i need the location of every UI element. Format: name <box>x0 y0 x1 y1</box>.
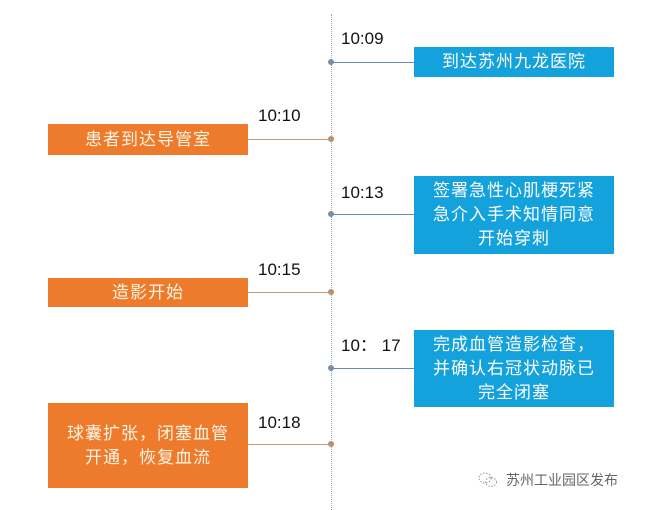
event-time-4: 10:15 <box>258 260 301 279</box>
event-text-5-line-2: 并确认右冠状动脉已 <box>433 358 595 379</box>
event-text-5-line-3: 完全闭塞 <box>478 382 550 403</box>
event-box-6: 球囊扩张，闭塞血管 开通，恢复血流 <box>48 403 248 488</box>
event-box-3: 签署急性心肌梗死紧 急介入手术知情同意 开始穿刺 <box>414 176 614 254</box>
event-box-4: 造影开始 <box>48 278 248 307</box>
event-time-2: 10:10 <box>258 106 301 125</box>
watermark-text: 苏州工业园区发布 <box>506 473 618 489</box>
watermark: 苏州工业园区发布 <box>478 470 618 490</box>
event-text-3-line-2: 急介入手术知情同意 <box>433 205 595 225</box>
event-time-5: 10： 17 <box>341 336 401 355</box>
wechat-icon <box>478 472 497 487</box>
event-time-3: 10:13 <box>341 183 384 202</box>
event-box-2: 患者到达导管室 <box>48 124 248 155</box>
connector-line-1 <box>331 62 414 63</box>
event-text-5-line-1: 完成血管造影检查， <box>433 334 595 355</box>
connector-line-3 <box>331 214 414 215</box>
connector-line-4 <box>248 292 331 293</box>
event-box-1: 到达苏州九龙医院 <box>414 47 614 77</box>
connector-line-6 <box>248 444 331 445</box>
event-text-1: 到达苏州九龙医院 <box>442 52 586 72</box>
event-time-1: 10:09 <box>341 29 384 48</box>
event-box-5: 完成血管造影检查， 并确认右冠状动脉已 完全闭塞 <box>414 330 614 407</box>
timeline-dot-6 <box>328 441 334 447</box>
timeline-dot-4 <box>328 289 334 295</box>
timeline-dot-2 <box>328 136 334 142</box>
event-text-4: 造影开始 <box>112 282 184 303</box>
event-text-3-line-3: 开始穿刺 <box>478 229 550 249</box>
event-text-6-line-2: 开通，恢复血流 <box>85 447 211 468</box>
event-time-6: 10:18 <box>258 413 301 432</box>
timeline-axis <box>331 14 332 510</box>
connector-line-5 <box>331 368 414 369</box>
event-text-3-line-1: 签署急性心肌梗死紧 <box>433 181 595 201</box>
event-text-6-line-1: 球囊扩张，闭塞血管 <box>67 423 229 444</box>
event-text-2: 患者到达导管室 <box>85 129 211 150</box>
connector-line-2 <box>248 139 331 140</box>
